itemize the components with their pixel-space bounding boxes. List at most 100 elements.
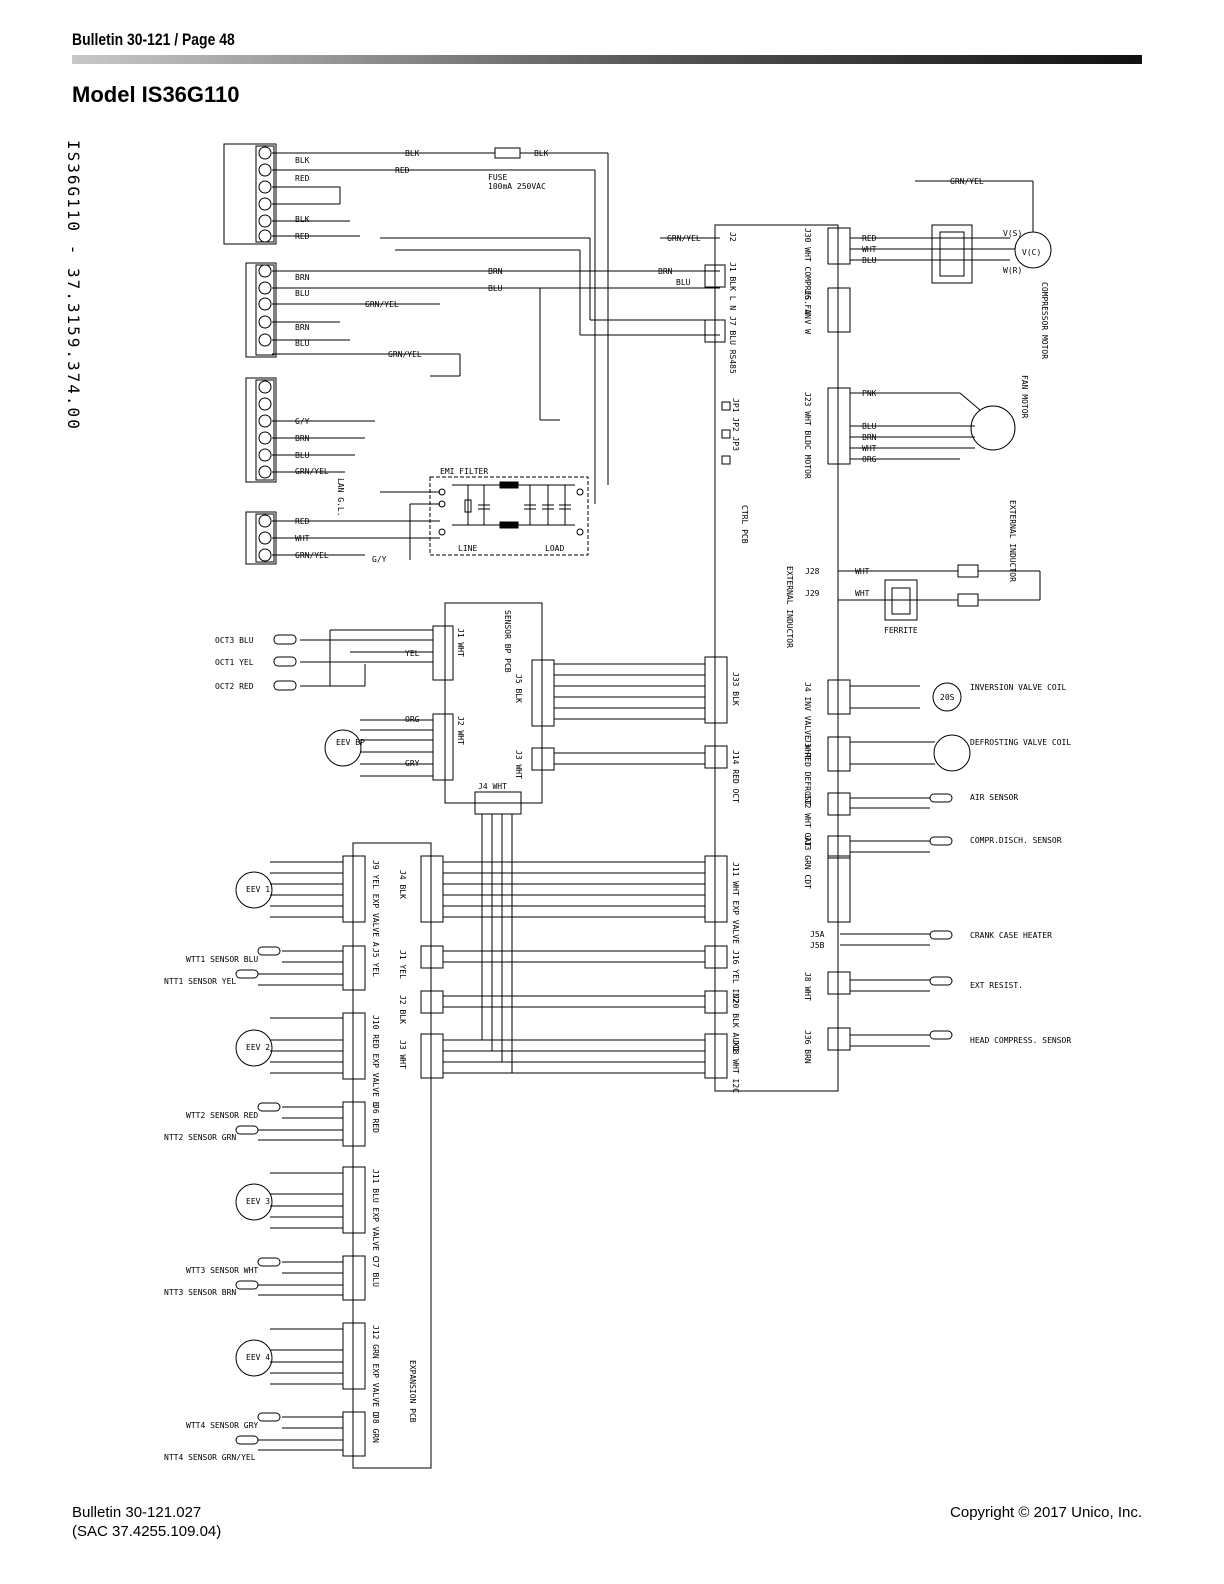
wire-label-brn-3: BRN bbox=[295, 323, 310, 332]
j33-label: J33 BLK bbox=[731, 672, 740, 706]
defrost-valve-label: DEFROSTING VALVE COIL bbox=[970, 738, 1071, 747]
wire-label-wht-5: WHT bbox=[855, 589, 870, 598]
ext-resist-label: EXT RESIST. bbox=[970, 981, 1023, 990]
page-title: Model IS36G110 bbox=[72, 82, 240, 107]
wire-label-blu-5: BLU bbox=[676, 278, 691, 287]
drawing-number: IS36G110 - 37.3159.374.00 bbox=[64, 140, 83, 431]
wire-label-wht-4: WHT bbox=[855, 567, 870, 576]
wire-label-brn-2: BRN bbox=[488, 267, 503, 276]
j1-label: J1 BLK L N bbox=[728, 262, 737, 310]
eev-1-label: EEV 1 bbox=[246, 885, 270, 894]
bulletin-page-header: Bulletin 30-121 / Page 48 bbox=[72, 30, 235, 49]
ctrl-expansion-bus bbox=[420, 814, 728, 1079]
defrost-valve-symbol bbox=[933, 734, 971, 772]
wtt3-label: WTT3 SENSOR WHT bbox=[186, 1266, 258, 1275]
wire-label-grnyel-1: GRN/YEL bbox=[365, 300, 399, 309]
sensor-j5-label: J5 BLK bbox=[514, 674, 523, 703]
jp-label: JP1 JP2 JP3 bbox=[731, 398, 740, 451]
ferrite-label: FERRITE bbox=[884, 626, 918, 635]
crank-case-label: CRANK CASE HEATER bbox=[970, 931, 1052, 940]
j14-label: J14 RED OCT bbox=[731, 750, 740, 803]
compressor-vc-label: V(C) bbox=[1022, 248, 1041, 257]
sensor-j3-label: J3 WHT bbox=[514, 750, 523, 779]
fuse-rating-label: 100mA 250VAC bbox=[488, 182, 546, 191]
wire-label-red-1: RED bbox=[395, 166, 410, 175]
wire-label-blk-4: BLK bbox=[295, 215, 310, 224]
j12-label: J12 WHT OAT bbox=[803, 794, 812, 847]
wire-label-blk-1: BLK bbox=[405, 149, 420, 158]
exp-j2-label: J2 BLK bbox=[398, 995, 407, 1024]
eev-2-symbol bbox=[235, 1029, 273, 1067]
expansion-pcb-board bbox=[352, 842, 432, 1469]
wire-label-gy-2: G/Y bbox=[372, 555, 387, 564]
sensor-bp-pcb-board bbox=[444, 602, 543, 804]
external-inductor-label: EXTERNAL INDUCTOR bbox=[1008, 500, 1017, 582]
ntt2-label: NTT2 SENSOR GRN bbox=[164, 1133, 236, 1142]
ntt4-label: NTT4 SENSOR GRN/YEL bbox=[164, 1453, 256, 1462]
wire-label-blu-2: BLU bbox=[488, 284, 503, 293]
wire-label-red-4: RED bbox=[295, 517, 310, 526]
footer-left: Bulletin 30-121.027 (SAC 37.4255.109.04) bbox=[72, 1503, 221, 1541]
j5a-label: J5A bbox=[810, 930, 825, 939]
inversion-valve-label: INVERSION VALVE COIL bbox=[970, 683, 1067, 692]
ntt1-label: NTT1 SENSOR YEL bbox=[164, 977, 236, 986]
sensor-pcb-connectors bbox=[432, 625, 555, 815]
j2-label: J2 bbox=[728, 232, 737, 242]
j7-exp-label: J7 BLU bbox=[371, 1258, 380, 1287]
wire-label-gry-1: GRY bbox=[405, 759, 420, 768]
exp-j3-label: J3 WHT bbox=[398, 1040, 407, 1069]
wire-label-blu-6: BLU bbox=[862, 256, 877, 265]
sensor-bp-pcb-label: SENSOR BP PCB bbox=[503, 610, 512, 673]
j13-label: J13 GRN CDT bbox=[803, 836, 812, 889]
eev-4-symbol bbox=[235, 1339, 273, 1377]
emi-load-label: LOAD bbox=[545, 544, 564, 553]
j11-exp-label: J11 BLU EXP VALVE C bbox=[371, 1169, 380, 1261]
ext-inductor-pcb-label: EXTERNAL INDUCTOR bbox=[785, 566, 794, 648]
eev-4-label: EEV 4 bbox=[246, 1353, 270, 1362]
exp-j4-label: J4 BLK bbox=[398, 870, 407, 899]
wire-label-red-5: RED bbox=[862, 234, 877, 243]
head-compress-label: HEAD COMPRESS. SENSOR bbox=[970, 1036, 1071, 1045]
wire-label-wht-1: WHT bbox=[295, 534, 310, 543]
oct2-label: OCT2 RED bbox=[215, 682, 254, 691]
j18-label: J18 WHT I2C bbox=[731, 1040, 740, 1093]
wire-label-org-2: ORG bbox=[405, 715, 420, 724]
oct3-label: OCT3 BLU bbox=[215, 636, 254, 645]
wire-label-brn-4: BRN bbox=[295, 434, 310, 443]
j12-exp-label: J12 GRN EXP VALVE D bbox=[371, 1325, 380, 1417]
sensor-j4-label: J4 WHT bbox=[478, 782, 507, 791]
wire-label-grnyel-6: GRN/YEL bbox=[950, 177, 984, 186]
air-sensor-label: AIR SENSOR bbox=[970, 793, 1018, 802]
sensor-j1-label: J1 WHT bbox=[456, 628, 465, 657]
footer-sac-number: (SAC 37.4255.109.04) bbox=[72, 1523, 222, 1540]
j11-ctrl-label: J11 WHT EXP VALVE bbox=[731, 862, 740, 944]
wire-label-blu-3: BLU bbox=[295, 339, 310, 348]
ctrl-pcb-label: CTRL PCB bbox=[740, 505, 749, 544]
sensor-j2-label: J2 WHT bbox=[456, 716, 465, 745]
j16-label: J16 YEL IN2 bbox=[731, 950, 740, 1003]
fan-motor-wiring bbox=[850, 392, 1016, 460]
wire-label-red-3: RED bbox=[295, 232, 310, 241]
j5b-label: J5B bbox=[810, 941, 825, 950]
j3-defrost-label: J3 RED DEFROST bbox=[803, 738, 812, 806]
expansion-pcb-label: EXPANSION PCB bbox=[408, 1360, 417, 1423]
j5-label: J5 YEL bbox=[371, 948, 380, 977]
oct1-label: OCT1 YEL bbox=[215, 658, 254, 667]
fuse-symbol bbox=[494, 147, 521, 159]
footer-copyright: Copyright © 2017 Unico, Inc. bbox=[950, 1504, 1142, 1521]
wtt1-label: WTT1 SENSOR BLU bbox=[186, 955, 258, 964]
fan-motor-symbol bbox=[970, 405, 1016, 451]
ctrl-pcb-board bbox=[714, 224, 839, 1092]
lan-gl-label: LAN G.L. bbox=[336, 478, 345, 517]
wire-label-brn-5: BRN bbox=[658, 267, 673, 276]
j8-ctrl-label: J8 WHT bbox=[803, 972, 812, 1001]
wire-label-blu-1: BLU bbox=[295, 289, 310, 298]
wire-label-pnk: PNK bbox=[862, 389, 877, 398]
control-line-terminal bbox=[223, 143, 277, 245]
j28-label: J28 bbox=[805, 567, 820, 576]
compr-disch-label: COMPR.DISCH. SENSOR bbox=[970, 836, 1062, 845]
j4-inv-label: J4 INV VALVE WHT bbox=[803, 682, 812, 759]
indoor-unit-terminals bbox=[245, 262, 277, 565]
j8-exp-label: J8 GRN bbox=[371, 1414, 380, 1443]
